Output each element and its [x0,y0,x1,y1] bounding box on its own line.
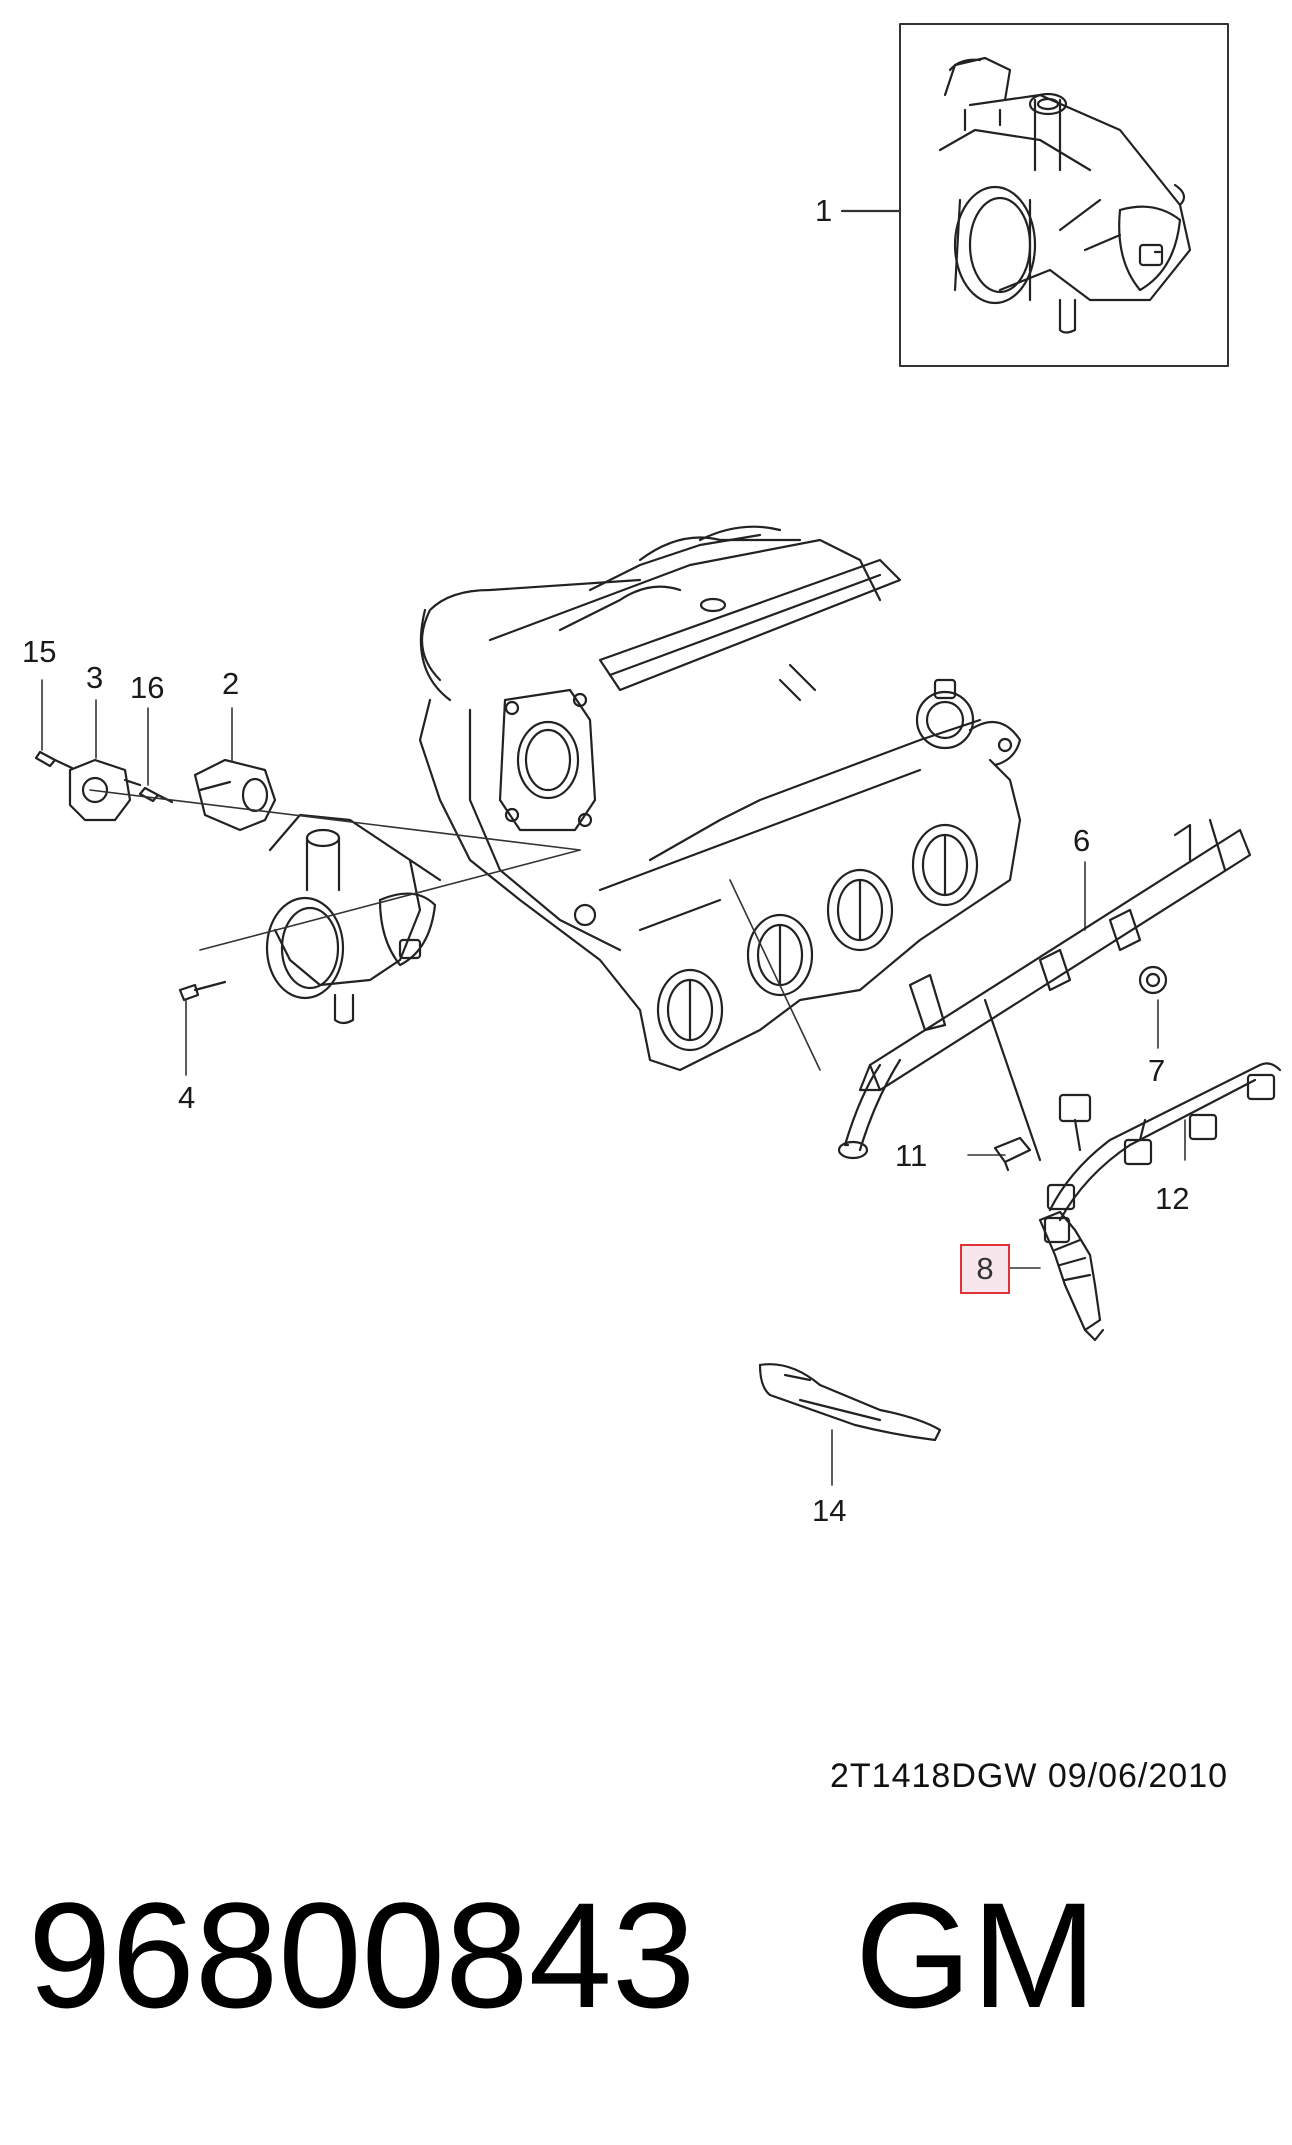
callout-12: 12 [1155,1181,1190,1216]
throttle-position-sensor-3 [68,758,142,822]
clip-11 [993,1136,1032,1172]
intake-manifold [418,525,1022,1072]
callout-16: 16 [130,670,165,705]
callout-2: 2 [222,666,240,701]
callout-15: 15 [22,634,57,669]
callout-8-highlighted: 8 [960,1244,1010,1294]
callout-11: 11 [895,1138,928,1173]
callout-7: 7 [1148,1053,1166,1088]
diagram-reference-code: 2T1418DGW 09/06/2010 [830,1757,1229,1795]
callout-6: 6 [1073,823,1091,858]
fasteners [34,750,227,1002]
fuel-injector-8 [1038,1210,1105,1342]
leader-lines [41,679,1186,1486]
bracket-14 [758,1363,942,1442]
throttle-body-assembly [265,813,442,1025]
wiring-harness-12 [1046,1062,1282,1222]
callout-3: 3 [86,660,104,695]
callout-1: 1 [815,193,833,228]
inset-throttle-body-1 [840,23,1229,367]
part-number: 96800843 [28,1871,696,2039]
callout-4: 4 [178,1080,196,1115]
fuel-rail-6 [837,818,1252,1162]
brand-name: GM [855,1871,1097,2039]
callout-14: 14 [812,1493,847,1528]
idle-air-control-valve-2 [193,758,277,832]
